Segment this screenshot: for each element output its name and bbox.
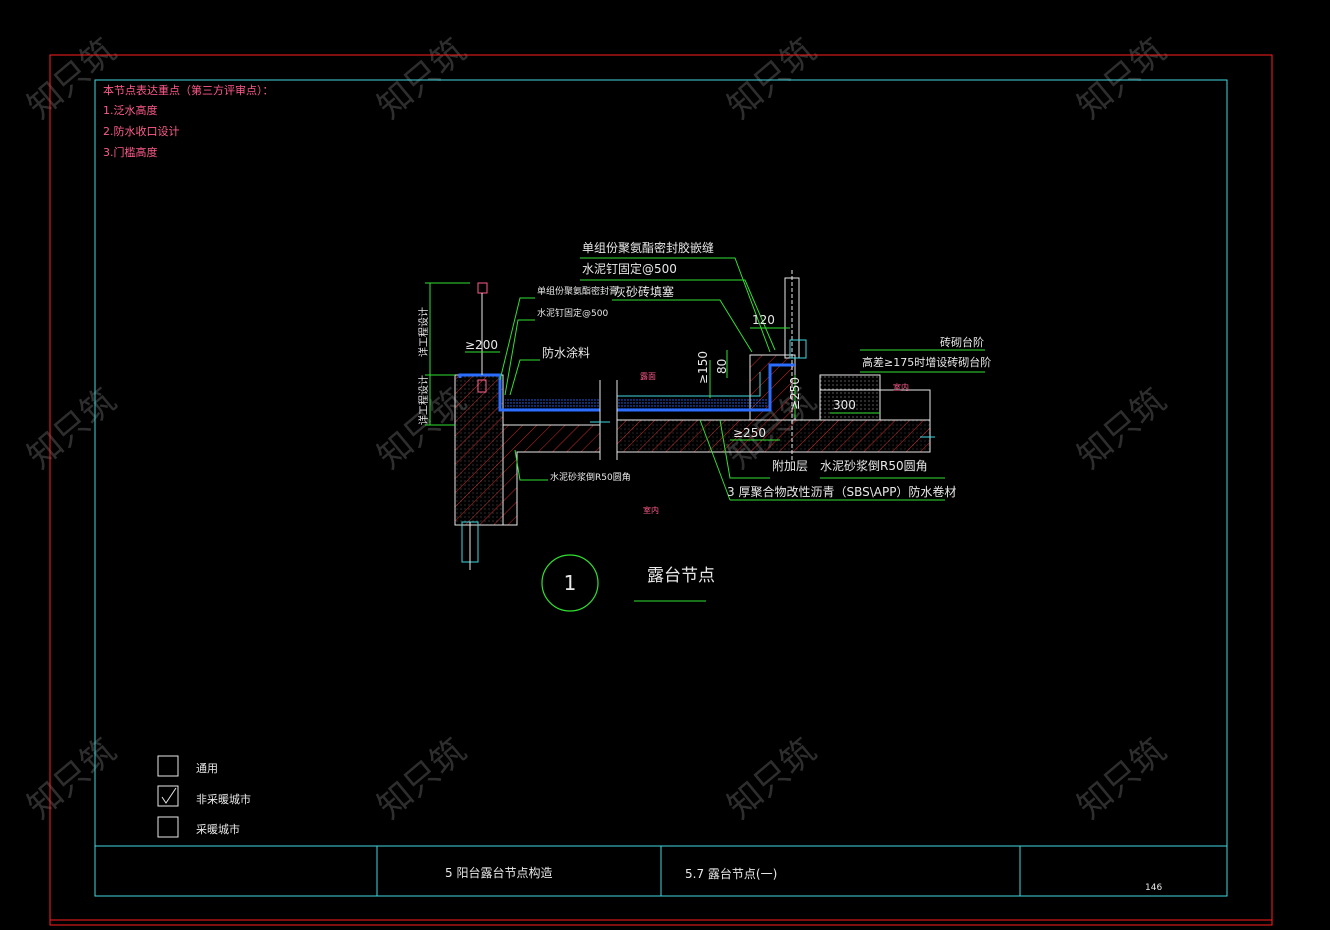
watermark: 知只筑 [20, 381, 124, 477]
label-surface: 露面 [640, 372, 656, 381]
label-waterproof-coating: 防水涂料 [542, 345, 590, 360]
label-mortar-fillet: 水泥砂浆倒R50圆角 [820, 458, 928, 473]
detail-number-circle [541, 554, 599, 612]
label-sealant-joint: 单组份聚氨酯密封胶嵌缝 [582, 240, 714, 255]
label-step-condition: 高差≥175时增设砖砌台阶 [862, 355, 991, 369]
inner-frame [94, 79, 1228, 897]
watermark: 知只筑 [1070, 31, 1174, 127]
dim-80: 80 [715, 359, 729, 374]
watermark: 知只筑 [370, 31, 474, 127]
dim-250-vertical: ≥250 [788, 377, 802, 410]
railing-post [477, 282, 488, 294]
label-sealant-paste: 单组份聚氨酯密封膏 [537, 285, 618, 297]
legend-label: 通用 [196, 762, 218, 775]
dim-120: 120 [752, 313, 775, 327]
terrace-detail: 单组份聚氨酯密封胶嵌缝 水泥钉固定@500 单组份聚氨酯密封膏 水泥钉固定@50… [417, 240, 991, 612]
label-additional-layer: 附加层 [772, 459, 808, 473]
notes-item: 2.防水收口设计 [103, 124, 180, 138]
label-indoor: 室内 [893, 382, 909, 392]
watermark: 知只筑 [1070, 731, 1174, 827]
watermark: 知只筑 [720, 31, 824, 127]
watermark: 知只筑 [370, 731, 474, 827]
label-nail-fixing: 水泥钉固定@500 [582, 261, 677, 276]
notes-item: 3.门槛高度 [103, 145, 158, 159]
legend-label: 采暖城市 [196, 822, 240, 836]
watermark: 知只筑 [20, 731, 124, 827]
detail-number: 1 [564, 571, 577, 595]
legend-label: 非采暖城市 [196, 792, 251, 806]
label-sbs-membrane: 3 厚聚合物改性沥青（SBS\APP）防水卷材 [727, 484, 956, 499]
checkbox-heating [157, 816, 179, 838]
label-design-ref-upper: 详工程设计 [417, 307, 430, 357]
interior-floor [819, 389, 931, 421]
dim-150: ≥150 [696, 351, 710, 384]
checkmark-icon [161, 787, 177, 804]
label-brick-step: 砖砌台阶 [940, 335, 984, 349]
review-notes: 本节点表达重点（第三方评审点）： 1.泛水高度 2.防水收口设计 3.门槛高度 [103, 83, 274, 159]
checkbox-general [157, 755, 179, 777]
applicability-legend: 通用 非采暖城市 采暖城市 [157, 755, 251, 838]
titleblock-page-number: 146 [1145, 883, 1162, 893]
notes-heading: 本节点表达重点（第三方评审点）： [103, 83, 274, 97]
outer-frame [49, 54, 1273, 926]
label-mortar-fillet-left: 水泥砂浆倒R50圆角 [550, 471, 631, 483]
titleblock-section: 5 阳台露台节点构造 [445, 865, 552, 880]
label-brick-fill: 灰砂砖填塞 [614, 284, 674, 299]
watermark: 知只筑 [1070, 381, 1174, 477]
watermark: 知只筑 [720, 731, 824, 827]
detail-title: 露台节点 [647, 566, 715, 586]
label-indoor-lower: 室内 [643, 505, 659, 515]
dim-200: ≥200 [465, 338, 498, 352]
titleblock-subsection: 5.7 露台节点(一) [685, 866, 777, 881]
dim-250-horizontal: ≥250 [733, 426, 766, 440]
label-nail-fixing-small: 水泥钉固定@500 [537, 307, 608, 319]
label-design-ref-lower: 详工程设计 [417, 375, 430, 425]
dim-300: 300 [833, 398, 856, 412]
checkbox-non-heating [157, 785, 179, 807]
title-block: 5 阳台露台节点构造 5.7 露台节点(一) 146 [95, 845, 1227, 896]
notes-item: 1.泛水高度 [103, 103, 158, 117]
